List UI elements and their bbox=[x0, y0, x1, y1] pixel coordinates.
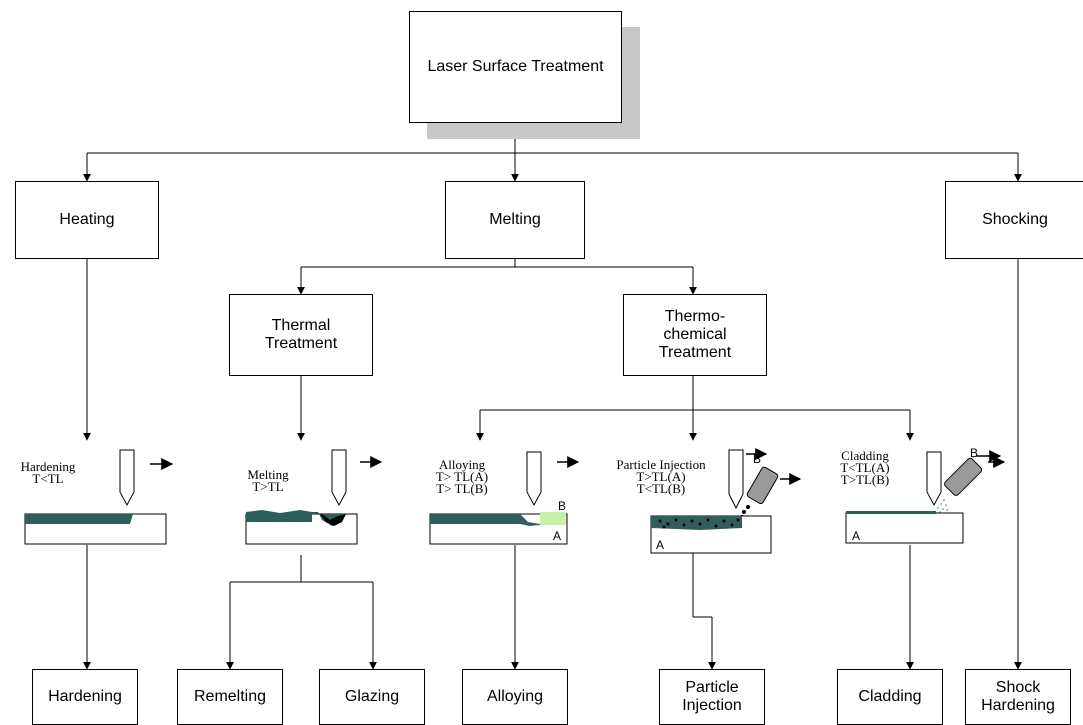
outcome-shock-hardening: Shock Hardening bbox=[965, 669, 1071, 725]
particle-injection-sketch bbox=[650, 448, 802, 554]
node-thermal-treatment: Thermal Treatment bbox=[229, 294, 373, 376]
laser-nozzle-icon bbox=[119, 449, 135, 507]
alloyed-layer bbox=[430, 514, 566, 526]
outcome-particle-injection: Particle Injection bbox=[659, 669, 765, 725]
outcome-hardening: Hardening bbox=[32, 669, 138, 725]
coating-b bbox=[540, 512, 566, 525]
outcome-remelting: Remelting bbox=[177, 669, 283, 725]
substrate-block bbox=[845, 512, 964, 544]
alloying-sketch bbox=[429, 451, 580, 545]
material-a-label: A bbox=[655, 538, 664, 552]
laser-nozzle-icon bbox=[526, 451, 542, 507]
label-alloying-process: Alloying T> TL(A) T> TL(B) bbox=[435, 457, 489, 496]
material-b-label: B bbox=[969, 446, 978, 460]
laser-nozzle-icon bbox=[331, 449, 347, 507]
melt-pool bbox=[314, 512, 346, 526]
cladding-sketch bbox=[845, 450, 1006, 544]
outcome-cladding: Cladding bbox=[837, 669, 943, 725]
label-melting-process: Melting T>TL bbox=[247, 467, 289, 494]
outcome-alloying: Alloying bbox=[462, 669, 568, 725]
laser-nozzle-icon bbox=[728, 449, 744, 510]
label-cladding-process: Cladding T<TL(A) T>TL(B) bbox=[840, 448, 890, 487]
laser-nozzle-icon bbox=[926, 451, 942, 507]
powder-nozzle-icon bbox=[944, 457, 983, 496]
node-shocking: Shocking bbox=[945, 181, 1083, 259]
powder-nozzle-icon bbox=[746, 466, 779, 505]
outcome-glazing: Glazing bbox=[319, 669, 425, 725]
hardening-sketch bbox=[24, 449, 174, 545]
root-laser-surface-treatment: Laser Surface Treatment bbox=[409, 11, 622, 123]
node-thermochemical-treatment: Thermo- chemical Treatment bbox=[623, 294, 767, 376]
melting-sketch bbox=[245, 449, 383, 545]
material-b-label: B bbox=[557, 499, 566, 513]
node-melting: Melting bbox=[445, 181, 585, 259]
material-a-label: A bbox=[552, 529, 561, 543]
clad-layer bbox=[846, 511, 936, 514]
label-particle-injection-process: Particle Injection T>TL(A) T<TL(B) bbox=[616, 457, 706, 496]
label-hardening-process: Hardening T<TL bbox=[20, 459, 76, 486]
node-heating: Heating bbox=[15, 181, 159, 259]
material-b-label: B bbox=[752, 452, 761, 466]
hardened-layer bbox=[25, 514, 133, 524]
material-a-label: A bbox=[851, 529, 860, 543]
